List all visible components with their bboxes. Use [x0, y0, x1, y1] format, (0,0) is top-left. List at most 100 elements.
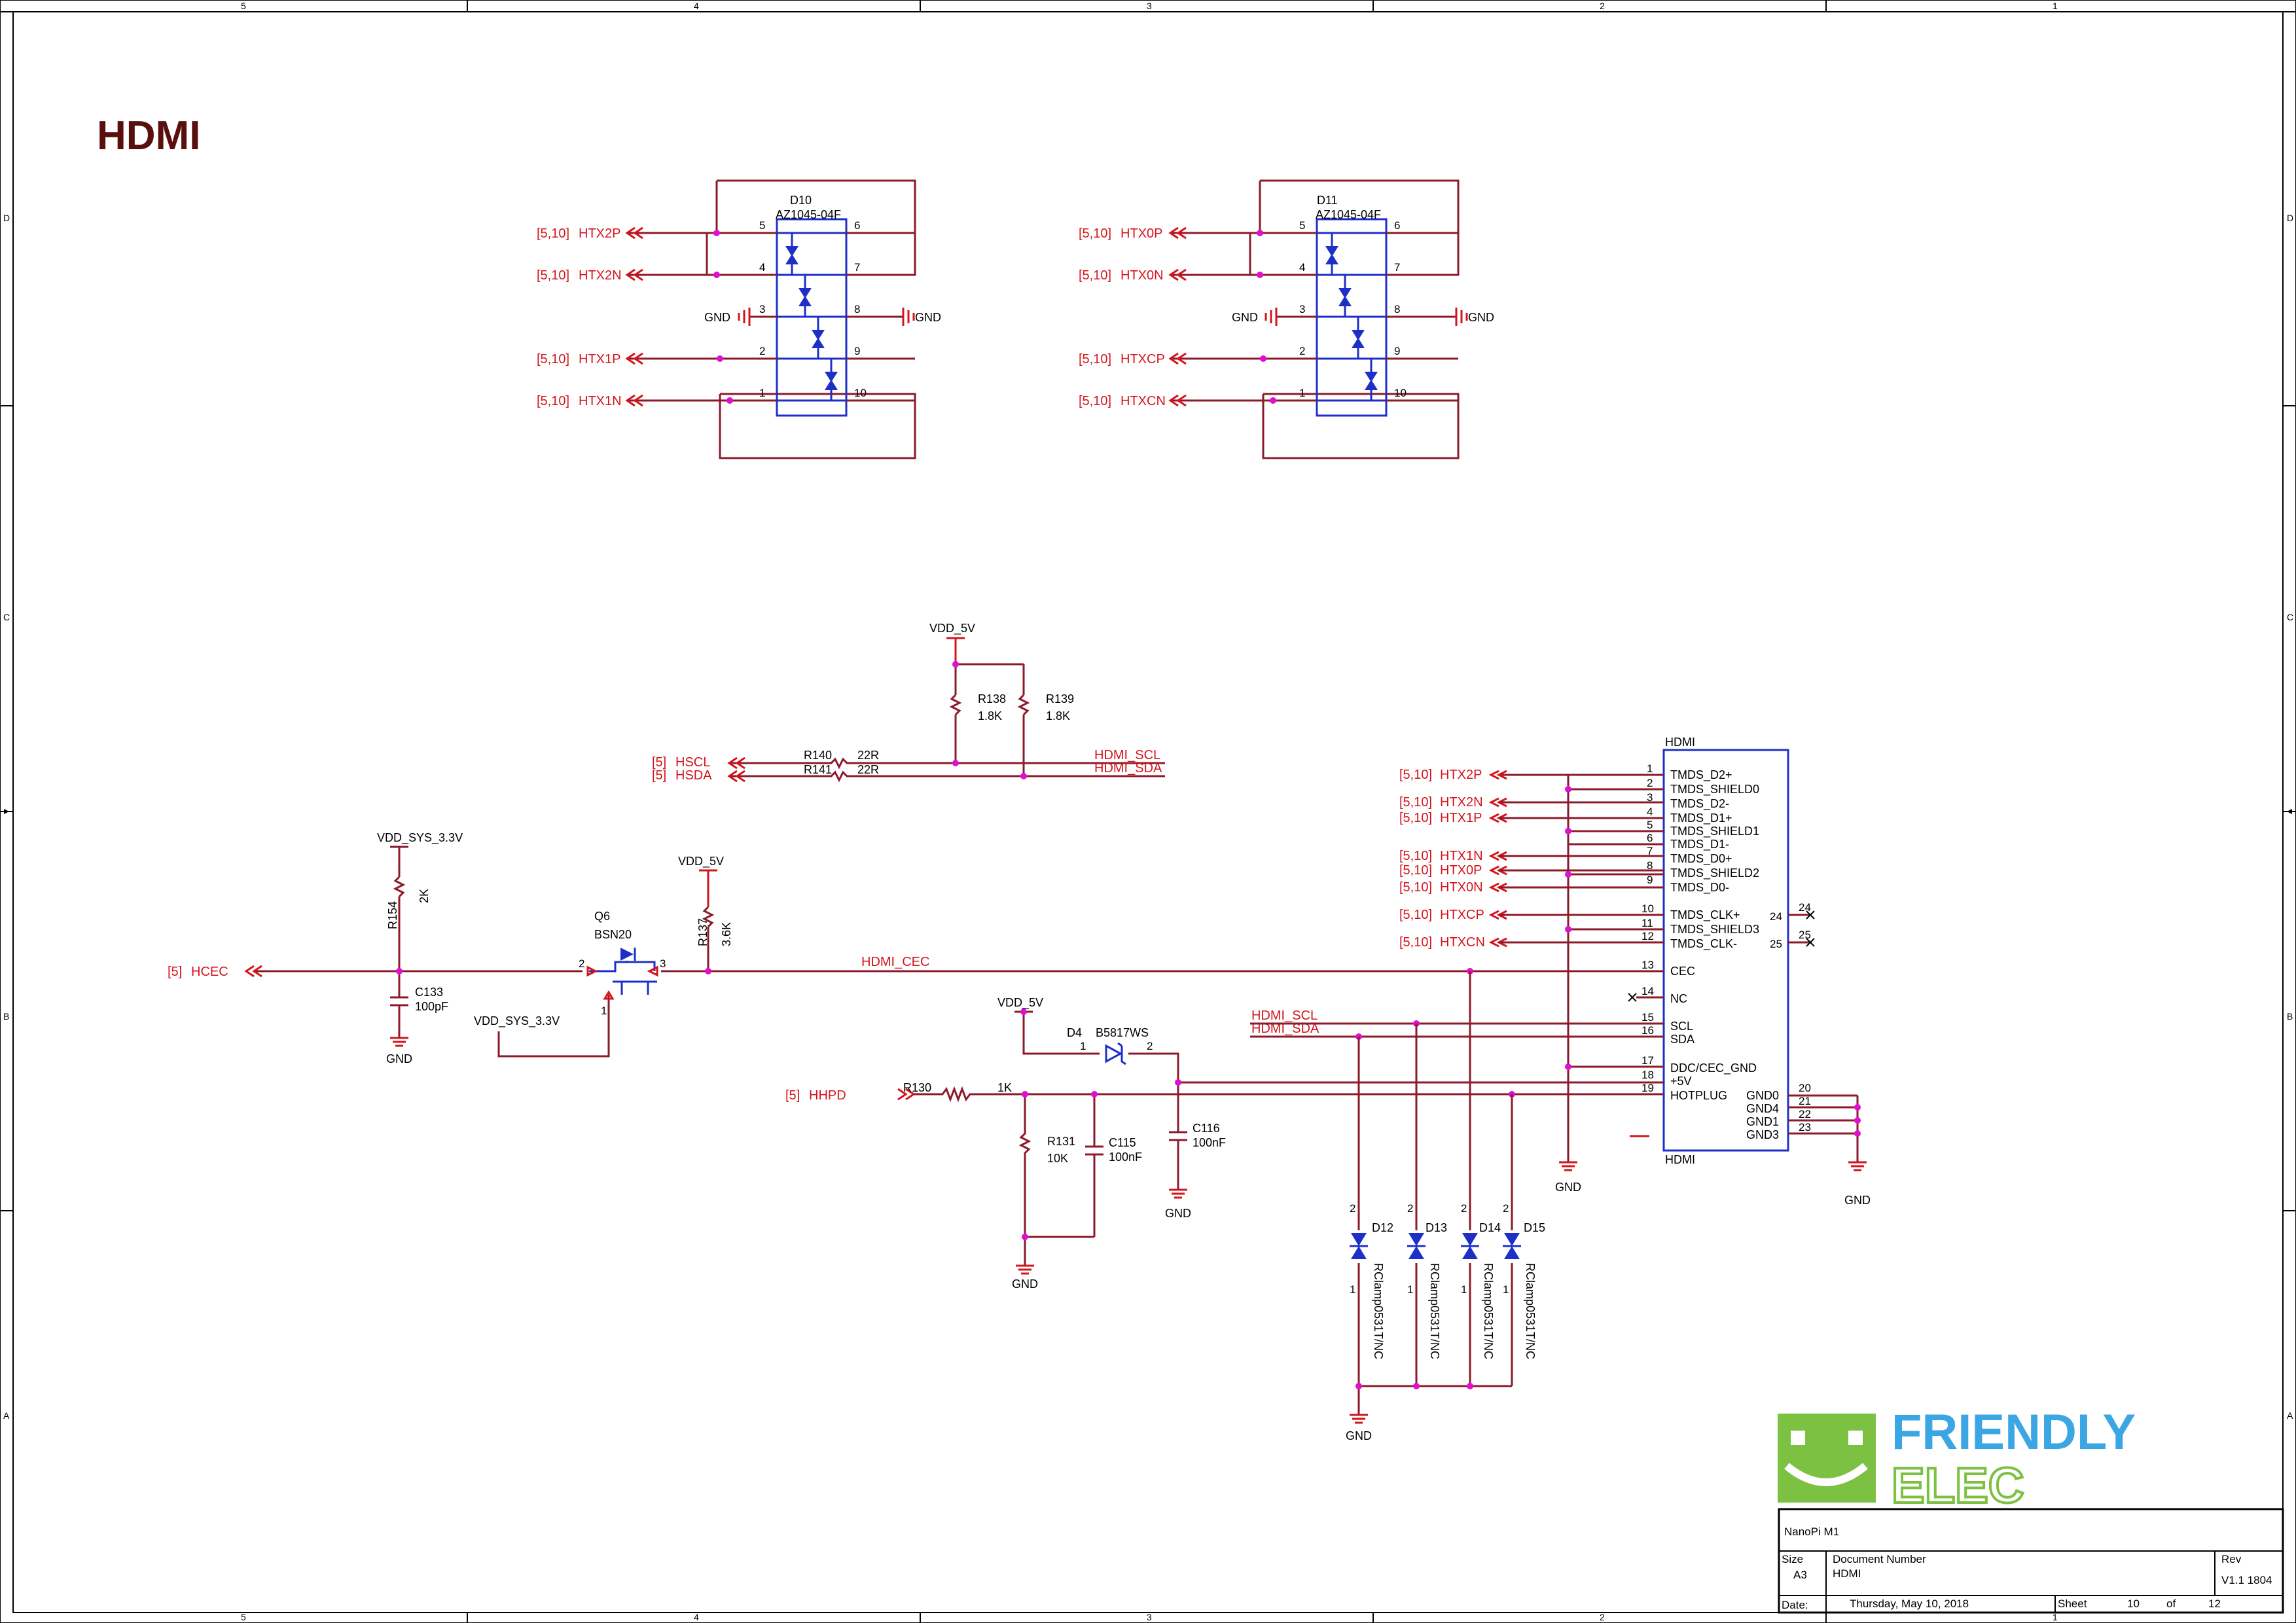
net-prefix: [5]: [785, 1088, 800, 1103]
net-label: HDMI_CEC: [861, 955, 929, 969]
net-prefix: [5]: [652, 755, 666, 770]
connector-pin-num: 8: [1647, 859, 1653, 872]
frame-col-label: 1: [2053, 1612, 2058, 1622]
gnd-label: GND: [1555, 1181, 1581, 1194]
tvs-ref: D15: [1524, 1221, 1545, 1234]
sheet-number: 10: [2127, 1597, 2140, 1610]
net-label: HSCL: [675, 755, 710, 770]
gnd-label: GND: [386, 1052, 412, 1065]
arrow-icon: [625, 226, 643, 407]
q6-ref: Q6: [594, 910, 610, 923]
d11-pin: 8: [1394, 303, 1400, 315]
d10-pin: 4: [759, 261, 765, 274]
connector-pin-num: 18: [1641, 1069, 1654, 1081]
vdd-label: VDD_5V: [678, 855, 724, 868]
frame-col-label: 2: [1600, 1612, 1605, 1622]
tvs-part: RClamp0531T/NC: [1428, 1263, 1441, 1359]
r139-value: 1.8K: [1046, 709, 1070, 722]
gnd-label: GND: [1346, 1429, 1372, 1442]
tvs-part: RClamp0531T/NC: [1524, 1263, 1537, 1359]
connector-pin-name: GND3: [1746, 1128, 1779, 1141]
c116-value: 100nF: [1193, 1136, 1226, 1149]
net-label: HTX0P: [1440, 863, 1482, 878]
connector-pin-name: TMDS_D0-: [1670, 881, 1729, 895]
tvs-diodes: [1350, 971, 1521, 1424]
tvs-pin: 2: [1461, 1202, 1467, 1215]
connector-pin-num: 11: [1641, 917, 1653, 929]
net-label: HTXCN: [1440, 935, 1485, 950]
d4-pin: 1: [1080, 1040, 1086, 1052]
connector-pin-num: 24: [1770, 910, 1782, 923]
vdd-sys-label: VDD_SYS_3.3V: [474, 1014, 560, 1028]
sheet-label: Sheet: [2058, 1597, 2087, 1610]
connector-pin-num: 2: [1647, 777, 1653, 789]
tvs-ref: D12: [1372, 1221, 1393, 1234]
connector-pin-name: TMDS_SHIELD3: [1670, 923, 1759, 936]
frame-col-label: 1: [2053, 1, 2058, 11]
r131-ref: R131: [1047, 1135, 1075, 1148]
d11-pin: 2: [1299, 345, 1305, 357]
q6-pin: 2: [579, 957, 584, 970]
hdmi-connector: [1355, 749, 1867, 1171]
tvs-part: RClamp0531T/NC: [1372, 1263, 1385, 1359]
connector-pin-num: 9: [1647, 874, 1653, 886]
r140-ref: R140: [804, 749, 832, 762]
frame-col-label: 5: [241, 1, 246, 11]
net-label: HTX2P: [579, 226, 620, 241]
tvs-ref: D13: [1426, 1221, 1447, 1234]
tvs-pin: 2: [1407, 1202, 1413, 1215]
connector-pin-name: NC: [1670, 992, 1687, 1005]
vdd-label: VDD_5V: [997, 996, 1043, 1010]
d11-ref: D11: [1317, 194, 1338, 207]
d10-pin: 8: [854, 303, 860, 315]
d4-pin: 2: [1147, 1040, 1153, 1052]
connector-pin-name: +5V: [1670, 1075, 1692, 1088]
c115-value: 100nF: [1109, 1150, 1142, 1164]
r154-value: 2K: [418, 889, 431, 903]
date-label: Date:: [1782, 1599, 1808, 1611]
connector-tmds-wires: [1499, 801, 1568, 944]
tvs-part: RClamp0531T/NC: [1482, 1263, 1495, 1359]
connector-pin-num: 24: [1799, 901, 1811, 914]
tvs-pin: 1: [1461, 1283, 1467, 1296]
net-label: HTX0N: [1440, 880, 1483, 895]
logo-line1: FRIENDLY: [1892, 1404, 2136, 1460]
of-label: of: [2166, 1597, 2176, 1610]
vdd-label: VDD_5V: [929, 622, 975, 635]
doc-value: HDMI: [1833, 1567, 1861, 1580]
net-prefix: [5,10]: [1399, 849, 1432, 863]
tvs-pin: 2: [1503, 1202, 1509, 1215]
q6-part: BSN20: [594, 928, 632, 941]
connector-pin-num: 1: [1647, 762, 1653, 775]
c133-ref: C133: [415, 986, 443, 999]
connector-pin-num: 21: [1799, 1095, 1811, 1107]
logo-line2: ELEC: [1892, 1458, 2024, 1514]
d11-pin: 5: [1299, 219, 1305, 232]
connector-pin-num: 25: [1799, 929, 1811, 941]
arrow-icon: [1488, 770, 1507, 948]
connector-pin-num: 6: [1647, 832, 1653, 844]
friendlyelec-logo: FRIENDLY ELEC: [1778, 1404, 2136, 1515]
net-label: HTX2N: [1440, 795, 1483, 810]
connector-pin-num: 13: [1641, 959, 1654, 971]
net-prefix: [5,10]: [1399, 811, 1432, 825]
net-label: HTX1N: [1440, 849, 1483, 863]
net-prefix: [5,10]: [537, 352, 569, 366]
net-prefix: [5,10]: [1399, 880, 1432, 895]
connector-title: HDMI: [1665, 736, 1695, 749]
title-block: [1778, 1508, 2284, 1614]
frame-row-label: B: [2287, 1011, 2293, 1022]
net-label: HTX2P: [1440, 768, 1482, 782]
r141-ref: R141: [804, 763, 832, 776]
d4-ref: D4: [1067, 1026, 1082, 1039]
r138-value: 1.8K: [978, 709, 1002, 722]
frame-row-label: D: [3, 213, 10, 223]
r154-ref: R154: [386, 901, 399, 929]
size-value: A3: [1793, 1569, 1807, 1581]
d10-pin: 7: [854, 261, 860, 274]
tvs-pin: 1: [1407, 1283, 1413, 1296]
net-label: HDMI_SDA: [1094, 761, 1162, 776]
frame-row-label: B: [3, 1011, 9, 1022]
gnd-label: GND: [915, 311, 941, 324]
r141-value: 22R: [857, 763, 879, 776]
